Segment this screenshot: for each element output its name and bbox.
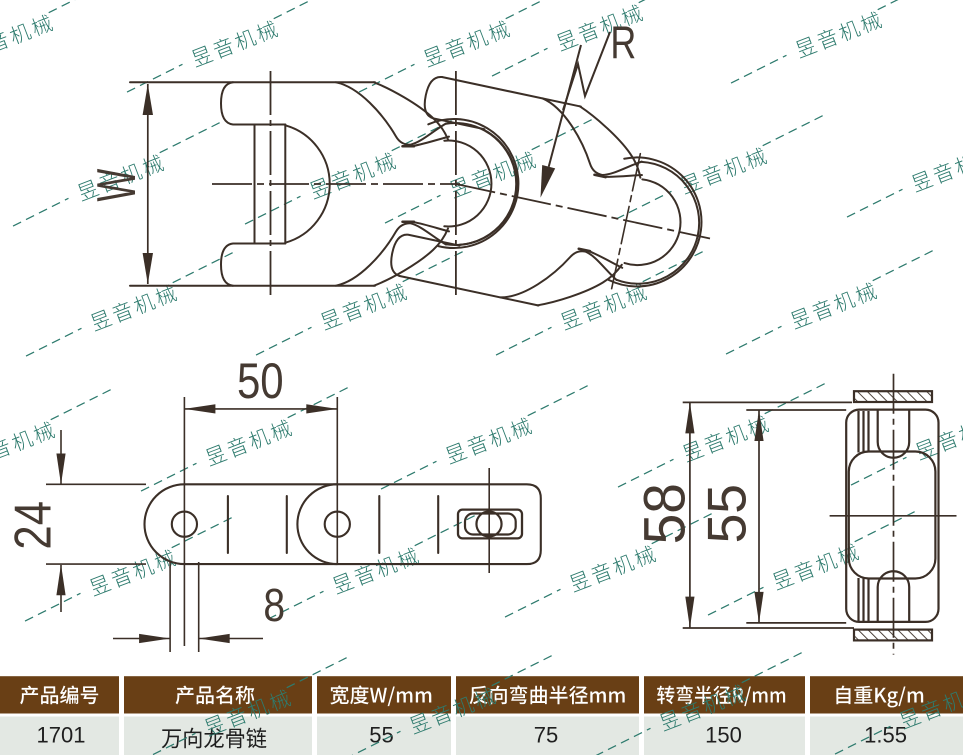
svg-text:50: 50 xyxy=(237,353,284,409)
svg-text:W: W xyxy=(85,168,147,201)
svg-text:R: R xyxy=(610,17,636,68)
svg-text:150: 150 xyxy=(705,723,742,748)
svg-text:8: 8 xyxy=(263,580,285,632)
svg-text:58: 58 xyxy=(632,483,697,544)
svg-text:75: 75 xyxy=(534,723,558,748)
svg-text:55: 55 xyxy=(369,723,393,748)
svg-text:24: 24 xyxy=(5,501,62,550)
svg-text:1701: 1701 xyxy=(37,723,86,748)
svg-text:1.55: 1.55 xyxy=(864,723,907,748)
svg-text:55: 55 xyxy=(697,484,758,543)
